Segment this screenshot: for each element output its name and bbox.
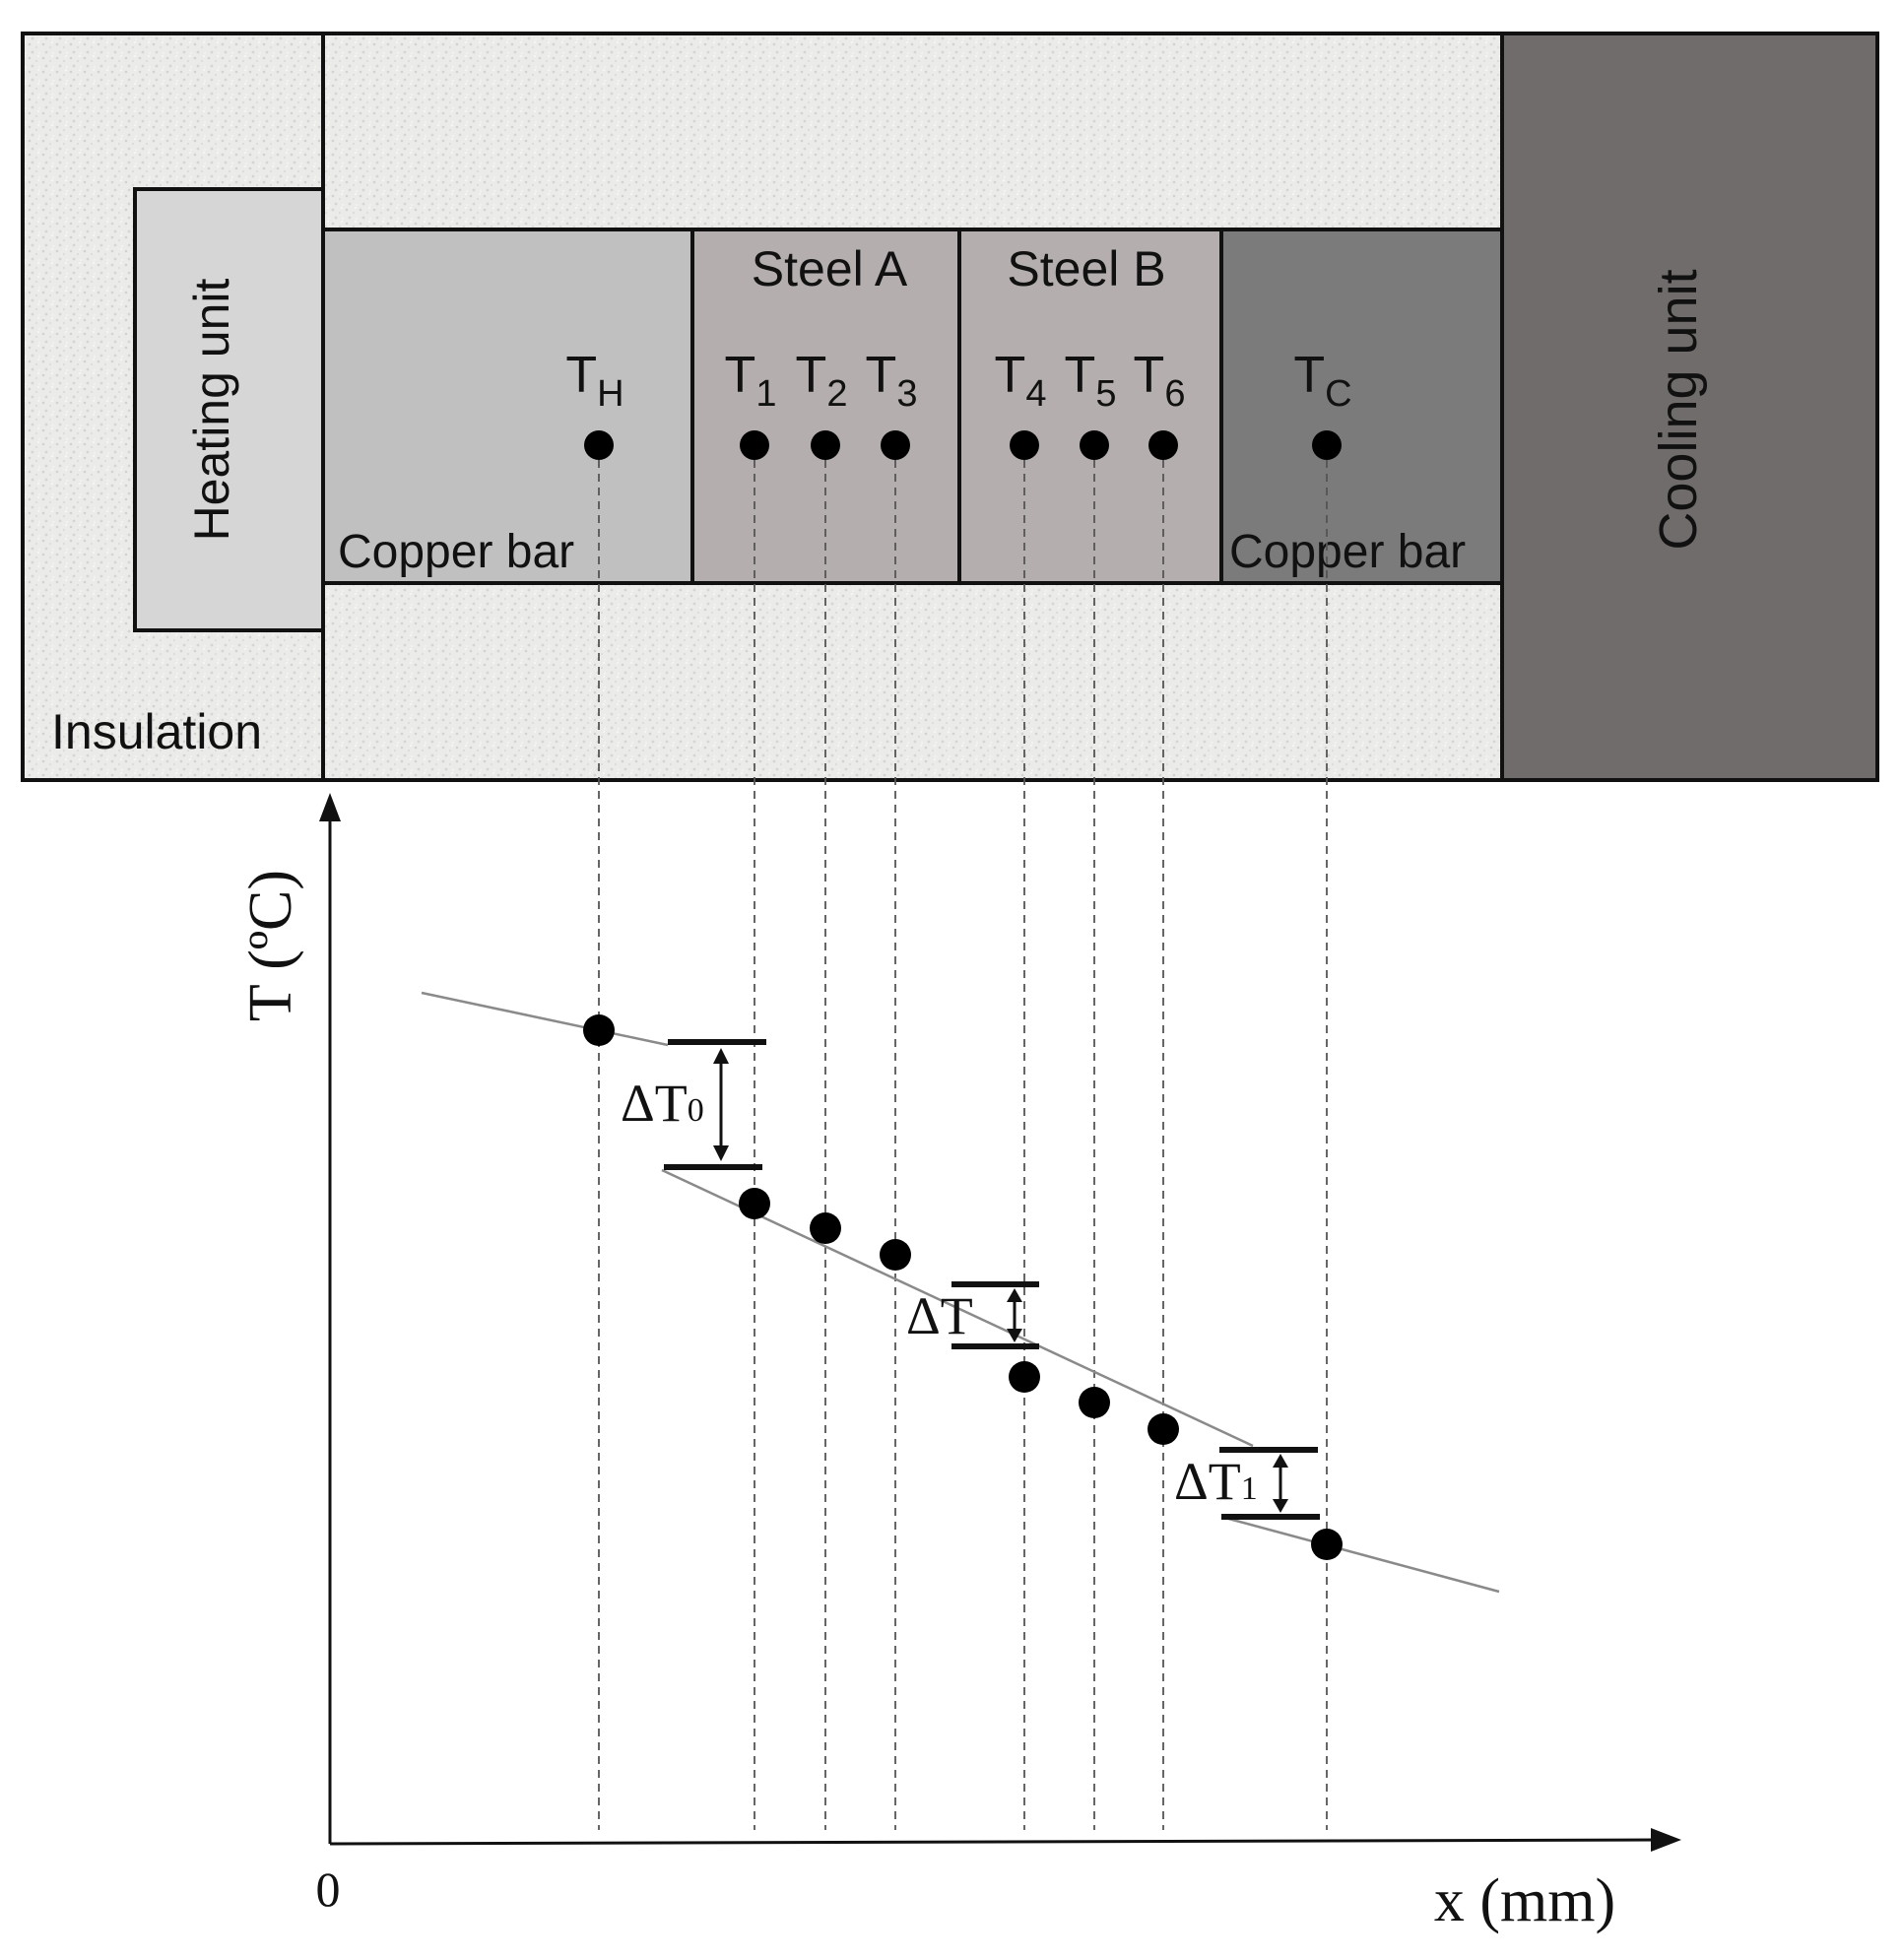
copper-bar-right-label: Copper bar — [1229, 526, 1466, 578]
sensor-2-label-sub: 2 — [826, 373, 847, 415]
sensor-4-label: T4 — [995, 347, 1047, 415]
x-axis-label: x (mm) — [1434, 1867, 1615, 1934]
delta-t-label: ΔT — [906, 1286, 973, 1345]
x-axis-arrowhead — [1651, 1828, 1681, 1852]
profile-points — [583, 1014, 1343, 1560]
y-axis-arrowhead — [319, 793, 341, 821]
sensor-1-label: T1 — [725, 347, 777, 415]
delta-t1-label-sub: 1 — [1241, 1470, 1258, 1507]
heating-unit-label: Heating unit — [184, 278, 239, 541]
temperature-profile-plot: T (ºC) x (mm) 0 — [237, 460, 1681, 1934]
cooling-unit — [1500, 32, 1879, 782]
sensor-2-dot — [811, 430, 840, 460]
sensor-5-label-base: T — [1065, 347, 1096, 404]
copper-bar-right — [1219, 228, 1504, 585]
sensor-2-profile-point — [810, 1212, 841, 1244]
apparatus: Insulation Heating unit Cooling unit Cop… — [21, 32, 1879, 782]
delta-t0-label: ΔT0 — [621, 1074, 704, 1133]
sensor-4-label-base: T — [995, 347, 1026, 404]
sensor-2-label: T2 — [796, 347, 848, 415]
sensor-h-dot — [584, 430, 614, 460]
delta-t1-marker — [1219, 1447, 1320, 1520]
sensor-4-dot — [1010, 430, 1039, 460]
sensor-6-profile-point — [1148, 1413, 1179, 1445]
sensor-h-label: TH — [565, 347, 623, 415]
sensor-h-label-base: T — [565, 347, 597, 404]
sensor-6-dot — [1148, 430, 1178, 460]
x-axis — [329, 1838, 1658, 1846]
sensor-3-label-base: T — [866, 347, 897, 404]
cooling-unit-label: Cooling unit — [1649, 269, 1708, 550]
profile-segment-copper-left — [421, 991, 669, 1047]
sensor-5-profile-point — [1079, 1387, 1110, 1418]
delta-t1-label: ΔT1 — [1174, 1452, 1258, 1511]
sensor-3-dot — [881, 430, 910, 460]
steel-a-label: Steel A — [752, 241, 908, 296]
delta-t-label-base: ΔT — [906, 1286, 973, 1345]
sensor-h-profile-point — [583, 1014, 615, 1046]
steel-b-label: Steel B — [1007, 241, 1165, 296]
sensor-1-profile-point — [739, 1188, 770, 1219]
sensor-3-label-sub: 3 — [896, 373, 917, 415]
delta-t-arrowhead-down — [1007, 1329, 1022, 1342]
delta-t1-arrowhead-down — [1273, 1499, 1288, 1513]
sensor-6-label-sub: 6 — [1164, 373, 1185, 415]
steel-b-bar — [957, 228, 1223, 585]
sensor-3-profile-point — [880, 1239, 911, 1271]
sensor-c-label-base: T — [1293, 347, 1325, 404]
sensor-1-dot — [740, 430, 769, 460]
sensor-6-label: T6 — [1134, 347, 1186, 415]
delta-t0-label-base: ΔT — [621, 1074, 688, 1133]
delta-t1-label-base: ΔT — [1174, 1452, 1241, 1511]
sensor-h-label-sub: H — [597, 373, 623, 415]
copper-bar-left-label: Copper bar — [338, 526, 574, 578]
delta-t-marker — [951, 1281, 1039, 1349]
y-axis-label: T (ºC) — [237, 870, 304, 1021]
sensor-6-label-base: T — [1134, 347, 1165, 404]
apparatus-frame — [21, 32, 1879, 782]
sensor-5-label-sub: 5 — [1095, 373, 1116, 415]
sensor-5-dot — [1080, 430, 1109, 460]
sensor-c-dot — [1312, 430, 1342, 460]
projection-lines — [598, 460, 1328, 1830]
delta-t1-arrowhead-up — [1273, 1454, 1288, 1468]
profile-segment-copper-right — [1220, 1515, 1500, 1594]
delta-t-arrowhead-up — [1007, 1288, 1022, 1302]
sensor-4-profile-point — [1009, 1361, 1040, 1393]
delta-t0-arrowhead-up — [713, 1048, 729, 1064]
heating-unit — [133, 187, 325, 632]
sensor-1-label-sub: 1 — [755, 373, 776, 415]
delta-t0-label-sub: 0 — [688, 1092, 704, 1129]
sensor-c-label-sub: C — [1325, 373, 1351, 415]
delta-t0-marker — [664, 1039, 766, 1170]
sensor-4-label-sub: 4 — [1025, 373, 1046, 415]
insulation-label: Insulation — [51, 704, 262, 759]
sensor-5-label: T5 — [1065, 347, 1117, 415]
sensor-3-label: T3 — [866, 347, 918, 415]
sensor-1-label-base: T — [725, 347, 756, 404]
sensor-c-profile-point — [1311, 1529, 1343, 1560]
sensor-c-label: TC — [1293, 347, 1351, 415]
origin-label: 0 — [316, 1862, 341, 1917]
delta-t0-arrowhead-down — [713, 1145, 729, 1161]
sensor-2-label-base: T — [796, 347, 827, 404]
